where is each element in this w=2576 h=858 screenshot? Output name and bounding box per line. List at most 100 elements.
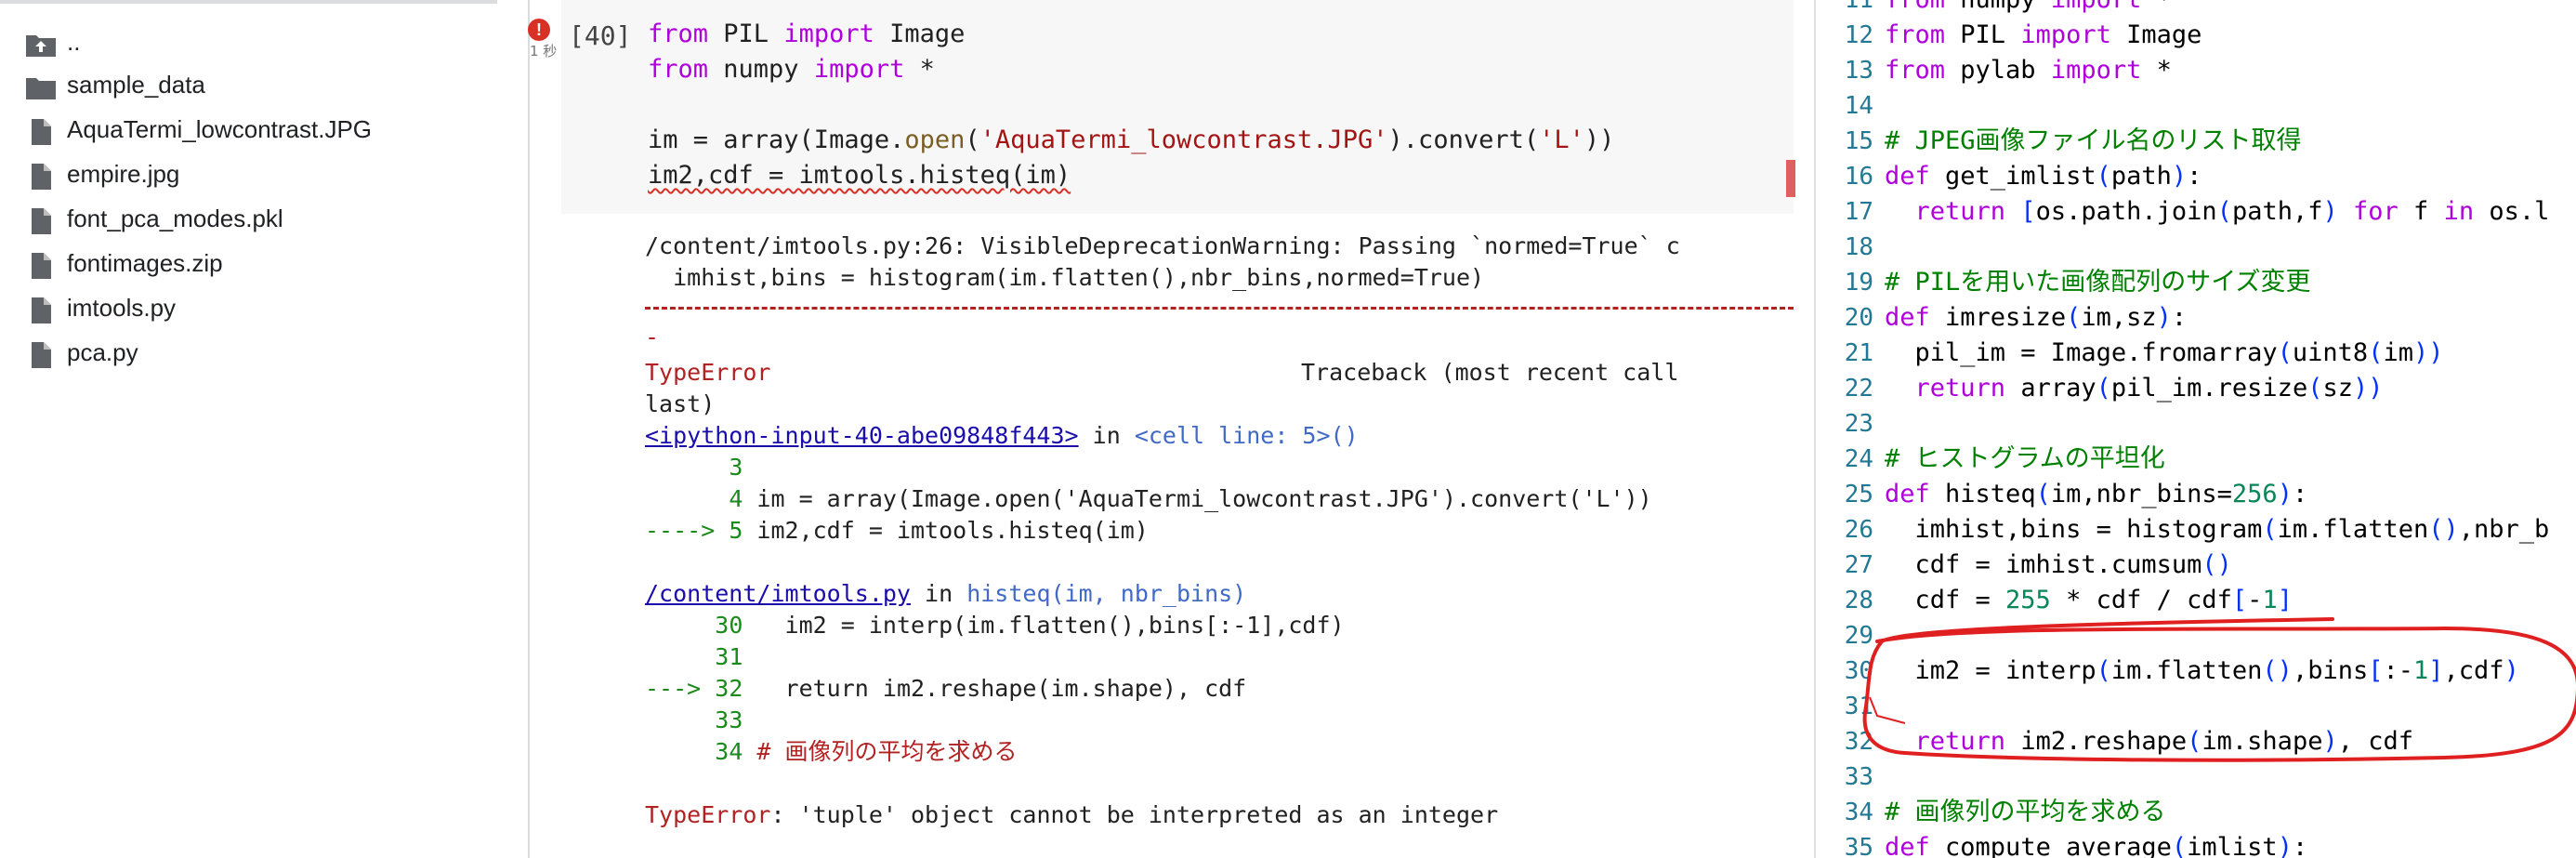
editor-line[interactable]: 27 cdf = imhist.cumsum() (1816, 548, 2232, 583)
editor-line[interactable]: 21 pil_im = Image.fromarray(uint8(im)) (1816, 336, 2444, 371)
editor-line-number: 20 (1844, 304, 1873, 332)
frame-1-link[interactable]: <ipython-input-40-abe09848f443> (645, 422, 1079, 449)
editor-line-code: cdf = 255 * cdf / cdf[-1] (1885, 586, 2293, 614)
line-prefix (645, 612, 715, 639)
frame-2-in: in (910, 580, 967, 607)
file-item-label: imtools.py (67, 294, 177, 322)
code-line-4: im = array(Image.open('AquaTermi_lowcont… (648, 125, 1615, 154)
editor-line[interactable]: 33 (1816, 759, 1873, 795)
frame-2-where[interactable]: histeq(im, nbr_bins) (966, 580, 1247, 607)
file-item-aquatermi[interactable]: AquaTermi_lowcontrast.JPG (0, 108, 520, 151)
editor-line[interactable]: 12 from PIL import Image (1816, 18, 2202, 53)
editor-line[interactable]: 32 return im2.reshape(im.shape), cdf (1816, 724, 2413, 759)
editor-line-code: from PIL import Image (1885, 20, 2202, 49)
frame-2-link[interactable]: /content/imtools.py (645, 580, 911, 607)
line-code: # 画像列の平均を求める (743, 738, 1018, 765)
editor-line-number: 18 (1844, 233, 1873, 261)
file-item-pca[interactable]: pca.py (0, 331, 520, 374)
editor-divider[interactable] (1814, 0, 1816, 858)
cell-error-marker (1786, 160, 1795, 197)
line-prefix (645, 738, 715, 765)
execution-time: 1 秒 (530, 43, 558, 59)
code-editor[interactable]: 11from numpy import * 12 from PIL import I… (1816, 0, 2576, 858)
editor-line-number: 24 (1844, 445, 1873, 473)
editor-line-number: 22 (1844, 375, 1873, 403)
editor-line[interactable]: 11from numpy import * (1816, 0, 2172, 18)
editor-line[interactable]: 22 return array(pil_im.resize(sz)) (1816, 371, 2384, 406)
editor-line[interactable]: 34# 画像列の平均を求める (1816, 795, 2166, 830)
file-item-label: empire.jpg (67, 160, 180, 188)
line-number: 4 (729, 485, 743, 512)
file-item-imtools[interactable]: imtools.py (0, 286, 520, 329)
editor-line-code: pil_im = Image.fromarray(uint8(im)) (1885, 338, 2444, 367)
file-item-font-pca-modes[interactable]: font_pca_modes.pkl (0, 197, 520, 240)
traceback-line-3: 3 (645, 452, 743, 483)
traceback-line-33: 33 (645, 705, 743, 736)
editor-line-code: cdf = imhist.cumsum() (1885, 550, 2232, 579)
file-item-label: sample_data (67, 71, 205, 99)
editor-line-code: imhist,bins = histogram(im.flatten(),nbr… (1885, 515, 2550, 544)
traceback-line-34: 34 # 画像列の平均を求める (645, 736, 1018, 768)
editor-line-number: 12 (1844, 21, 1873, 49)
line-code: return im2.reshape(im.shape), cdf (743, 675, 1247, 702)
file-item-fontimages[interactable]: fontimages.zip (0, 242, 520, 284)
editor-line[interactable]: 17 return [os.path.join(path,f) for f in… (1816, 194, 2550, 230)
editor-line-number: 21 (1844, 339, 1873, 367)
editor-line[interactable]: 13 from pylab import * (1816, 53, 2172, 88)
error-type: TypeError (645, 359, 771, 386)
line-prefix (645, 485, 729, 512)
editor-line-code: im2 = interp(im.flatten(),bins[:-1],cdf) (1885, 656, 2519, 685)
final-error-type: TypeError (645, 801, 771, 828)
frame-1-where[interactable]: <cell line: 5>() (1134, 422, 1359, 449)
editor-line-number: 25 (1844, 481, 1873, 508)
file-item-sample-data[interactable]: sample_data (0, 63, 520, 106)
editor-line-number: 26 (1844, 516, 1873, 544)
file-item-empire[interactable]: empire.jpg (0, 152, 520, 195)
editor-line[interactable]: 23 (1816, 406, 1873, 442)
editor-line-number: 30 (1844, 657, 1873, 685)
editor-line[interactable]: 31 (1816, 689, 1873, 724)
editor-line[interactable]: 15# JPEG画像ファイル名のリスト取得 (1816, 124, 2302, 159)
file-icon (32, 208, 51, 234)
editor-line-code: # JPEG画像ファイル名のリスト取得 (1885, 126, 2302, 155)
editor-line-number: 28 (1844, 587, 1873, 614)
traceback-frame-1: <ipython-input-40-abe09848f443> in <cell… (645, 420, 1359, 452)
editor-line-code: from pylab import * (1885, 56, 2172, 85)
editor-line[interactable]: 29 (1816, 618, 1873, 653)
editor-line[interactable]: 24# ヒストグラムの平坦化 (1816, 442, 2165, 477)
editor-line-code: def compute_average(imlist): (1885, 833, 2308, 858)
editor-line[interactable]: 14 (1816, 88, 1873, 124)
editor-line[interactable]: 30 im2 = interp(im.flatten(),bins[:-1],c… (1816, 653, 2519, 689)
line-number: 31 (715, 643, 743, 670)
line-prefix (645, 706, 715, 733)
folder-icon (26, 78, 56, 99)
line-prefix (645, 454, 729, 481)
traceback-label: Traceback (most recent call (1301, 359, 1679, 386)
frame-1-in: in (1078, 422, 1135, 449)
traceback-line-5: ----> 5 im2,cdf = imtools.histeq(im) (645, 515, 1149, 547)
code-cell-input[interactable] (561, 0, 1794, 214)
editor-line[interactable]: 18 (1816, 230, 1873, 265)
editor-line[interactable]: 28 cdf = 255 * cdf / cdf[-1] (1816, 583, 2293, 618)
file-item-label: .. (67, 28, 81, 56)
panel-divider[interactable] (528, 0, 530, 858)
final-error-message: : 'tuple' object cannot be interpreted a… (770, 801, 1499, 828)
editor-line[interactable]: 20 def imresize(im,sz): (1816, 300, 2187, 336)
traceback-line-4: 4 im = array(Image.open('AquaTermi_lowco… (645, 483, 1651, 515)
editor-line-number: 16 (1844, 163, 1873, 191)
code-line-2: from numpy import * (648, 55, 935, 84)
line-code: im2 = interp(im.flatten(),bins[:-1],cdf) (743, 612, 1345, 639)
editor-line-code: def imresize(im,sz): (1885, 303, 2188, 332)
traceback-separator (645, 307, 1794, 310)
line-number: 33 (715, 706, 743, 733)
file-item-label: fontimages.zip (67, 249, 223, 277)
editor-line[interactable]: 26 imhist,bins = histogram(im.flatten(),… (1816, 512, 2550, 548)
file-item-parent-dir[interactable]: .. (0, 20, 520, 63)
editor-line-number: 29 (1844, 622, 1873, 650)
file-icon (32, 119, 51, 145)
editor-line-number: 13 (1844, 57, 1873, 85)
editor-line[interactable]: 19# PILを用いた画像配列のサイズ変更 (1816, 265, 2311, 300)
